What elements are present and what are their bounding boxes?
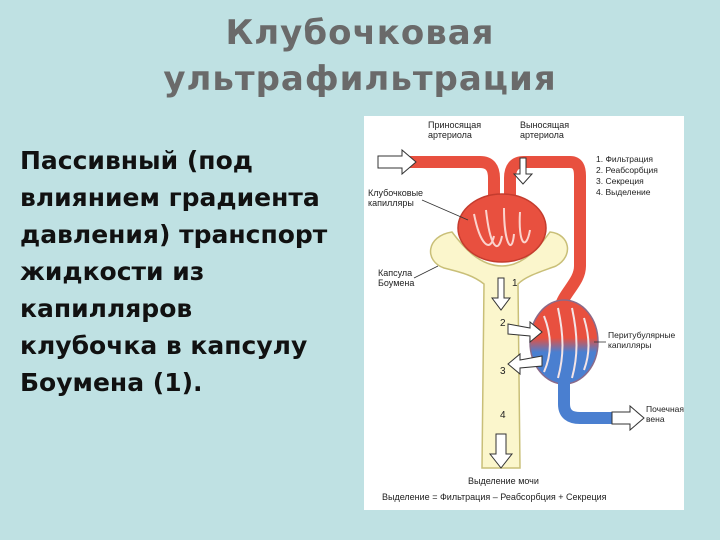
label-efferent-2: артериола bbox=[520, 130, 564, 140]
step-number-1: 1 bbox=[512, 278, 518, 289]
arrow-afferent-icon bbox=[377, 148, 417, 176]
arrow-efferent-icon bbox=[512, 157, 534, 185]
afferent-arteriole bbox=[398, 156, 500, 206]
label-capsule-2: Боумена bbox=[378, 278, 414, 288]
bowman-capsule-tubule bbox=[429, 231, 569, 469]
arrow-vein-icon bbox=[611, 404, 645, 432]
slide-title: Клубочковая ультрафильтрация bbox=[0, 10, 720, 102]
title-line-2: ультрафильтрация bbox=[163, 59, 557, 99]
body-line-1: Пассивный (под bbox=[20, 146, 253, 175]
title-line-1: Клубочковая bbox=[225, 13, 495, 53]
renal-vein bbox=[558, 376, 632, 424]
body-line-7: Боумена (1). bbox=[20, 368, 203, 397]
step-number-2: 2 bbox=[500, 318, 506, 329]
label-peritubular-2: капилляры bbox=[608, 340, 651, 350]
body-line-5: капилляров bbox=[20, 294, 193, 323]
glomerulus bbox=[457, 193, 547, 263]
equation-text: Выделение = Фильтрация – Реабсорбция + С… bbox=[382, 492, 607, 502]
efferent-arteriole bbox=[504, 156, 586, 314]
label-peritubular-1: Перитубулярные bbox=[608, 330, 675, 340]
label-vein-1: Почечная bbox=[646, 404, 684, 414]
label-glomerular-2: капилляры bbox=[368, 198, 414, 208]
glomerular-pointer bbox=[421, 199, 469, 221]
body-line-2: влиянием градиента bbox=[20, 183, 320, 212]
body-line-3: давления) транспорт bbox=[20, 220, 328, 249]
process-item-3: 3. Секреция bbox=[596, 176, 644, 186]
label-afferent-1: Приносящая bbox=[428, 120, 481, 130]
nephron-svg: 1 2 3 4 Приносящая артериола Выносящая а… bbox=[368, 120, 684, 502]
step-number-4: 4 bbox=[500, 410, 506, 421]
arrow-secretion-icon bbox=[507, 352, 543, 376]
process-item-4: 4. Выделение bbox=[596, 187, 651, 197]
label-vein-2: вена bbox=[646, 414, 665, 424]
capsule-pointer bbox=[413, 265, 439, 279]
step-number-3: 3 bbox=[500, 366, 506, 377]
label-efferent-1: Выносящая bbox=[520, 120, 569, 130]
peritubular-capillaries bbox=[529, 299, 599, 385]
arrow-reabsorption-icon bbox=[507, 320, 543, 344]
label-afferent-2: артериола bbox=[428, 130, 472, 140]
flow-arrows bbox=[377, 148, 645, 469]
slide-body: Пассивный (под влиянием градиента давлен… bbox=[20, 142, 370, 401]
label-glomerular-1: Клубочковые bbox=[368, 188, 423, 198]
process-item-2: 2. Реабсорбция bbox=[596, 165, 658, 175]
arrow-filtration-icon bbox=[491, 277, 511, 311]
body-line-6: клубочка в капсулу bbox=[20, 331, 308, 360]
label-capsule-1: Капсула bbox=[378, 268, 412, 278]
label-urine: Выделение мочи bbox=[468, 476, 539, 486]
arrow-excretion-icon bbox=[488, 433, 514, 469]
nephron-diagram: 1 2 3 4 Приносящая артериола Выносящая а… bbox=[364, 116, 684, 510]
process-item-1: 1. Фильтрация bbox=[596, 154, 653, 164]
body-line-4: жидкости из bbox=[20, 257, 205, 286]
